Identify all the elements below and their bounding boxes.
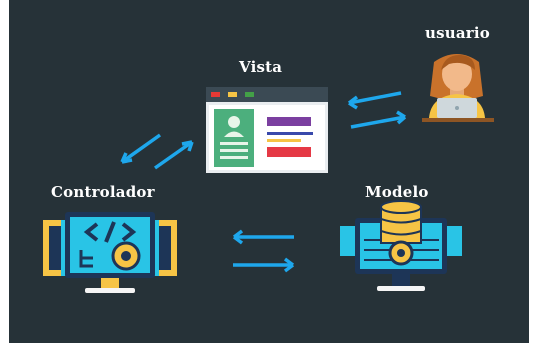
arrow-vista-to-controlador xyxy=(120,133,162,164)
mvc-diagram: usuario Vista Controlador Modelo xyxy=(9,0,529,343)
label-usuario: usuario xyxy=(425,24,490,42)
code-monitor-gear-icon xyxy=(43,212,177,293)
database-monitor-gear-icon xyxy=(340,200,462,291)
arrow-usuario-to-vista xyxy=(348,91,402,105)
webpage-window-icon xyxy=(206,87,328,173)
label-modelo: Modelo xyxy=(365,183,429,201)
arrow-controlador-to-vista xyxy=(153,140,194,170)
diagram-canvas xyxy=(43,54,494,293)
arrow-vista-to-usuario xyxy=(350,115,406,129)
person-laptop-icon xyxy=(422,54,494,122)
label-vista: Vista xyxy=(239,58,283,76)
label-controlador: Controlador xyxy=(51,183,155,201)
